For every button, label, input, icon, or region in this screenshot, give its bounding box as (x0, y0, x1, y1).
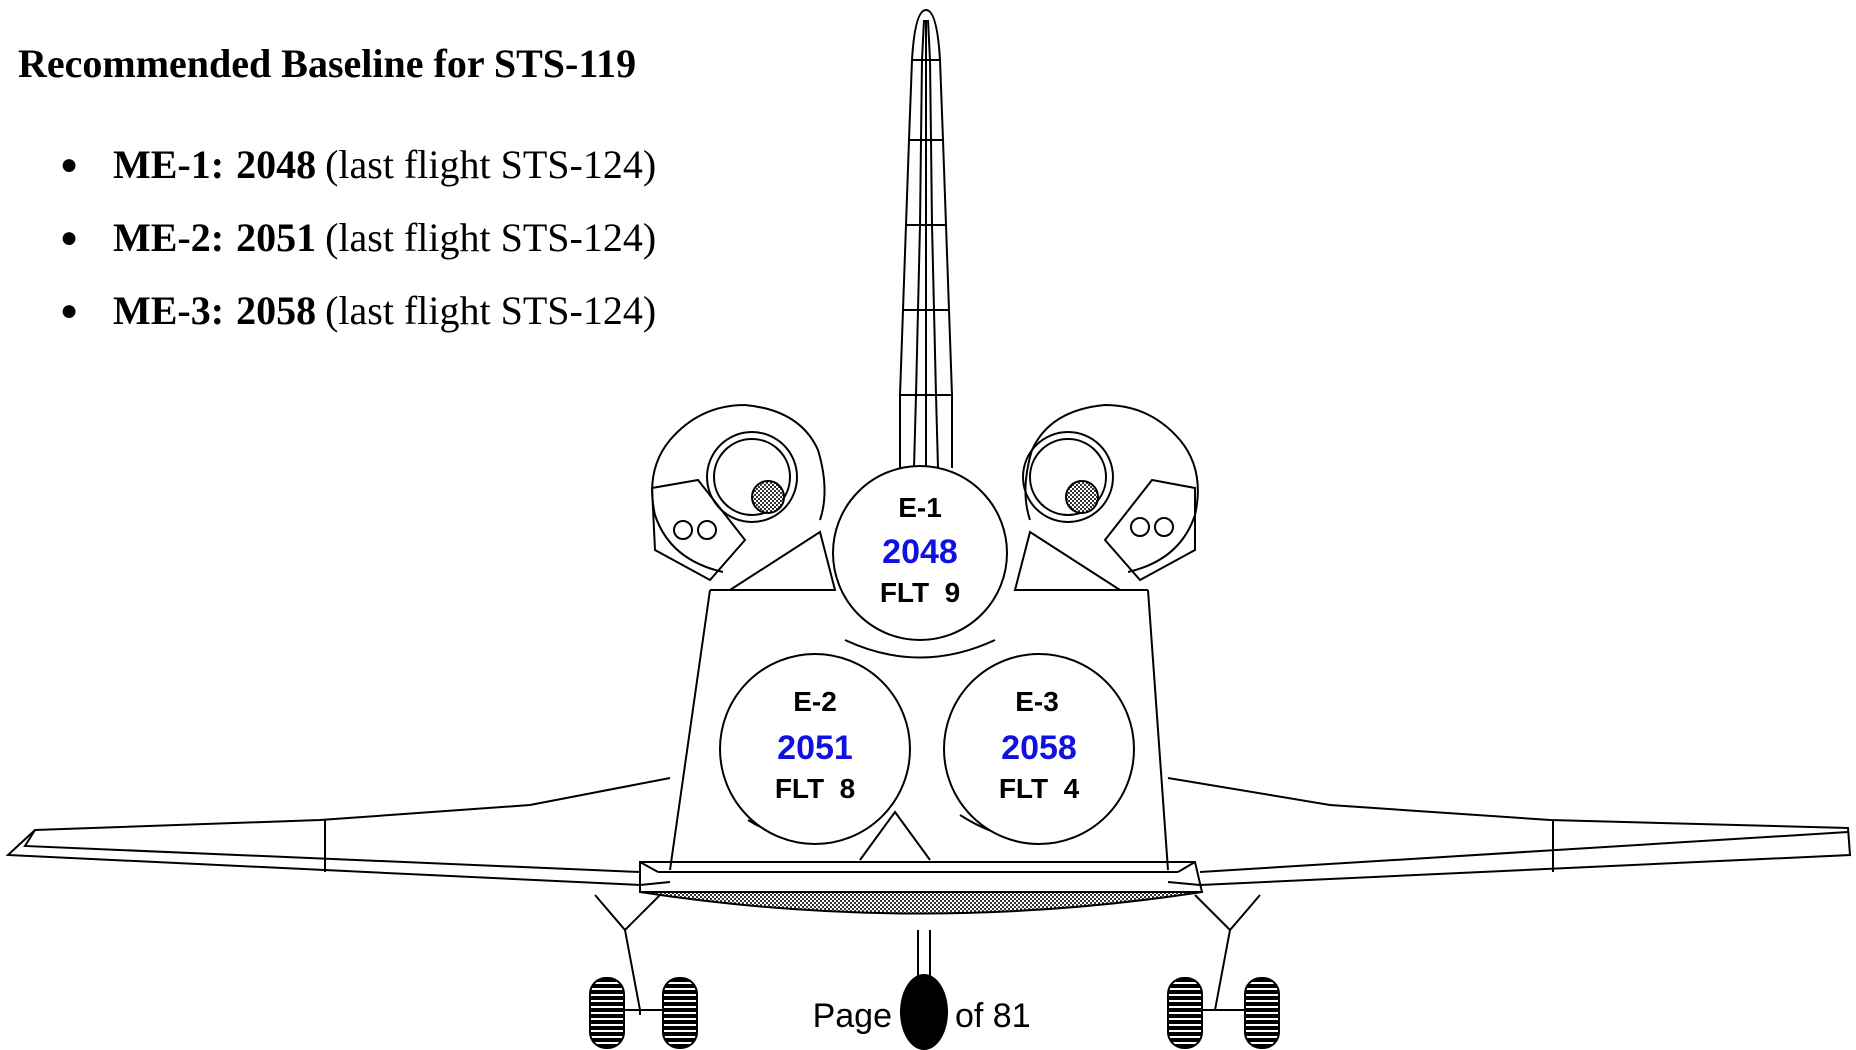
engine-note: (last flight STS-124) (325, 214, 657, 260)
bullet-icon: ● (60, 147, 79, 181)
engine-serial: 2058 (1001, 729, 1077, 767)
engine-id: E-2 (793, 686, 837, 717)
left-wing (5, 777, 671, 887)
right-oms-pod (1013, 403, 1199, 591)
footer-bg (800, 995, 894, 1037)
engine-serial: 2048 (236, 141, 317, 187)
engine-e1: E-1 2048 FLT 9 (832, 465, 1008, 659)
engine-e3: E-3 2058 FLT 4 (943, 653, 1135, 845)
engine-id: E-3 (1015, 686, 1059, 717)
engine-note: (last flight STS-124) (325, 287, 657, 333)
engine-note: (last flight STS-124) (325, 141, 657, 187)
left-main-gear (594, 894, 670, 1015)
engine-serial: 2051 (777, 729, 853, 767)
bullet-icon: ● (60, 293, 79, 327)
aft-fuselage (669, 589, 1169, 871)
engine-flight-count: FLT 4 (999, 773, 1080, 804)
nose-tire (900, 974, 948, 1050)
list-item: ● ME-2:2051(last flight STS-124) (60, 201, 656, 274)
engine-baseline-list: ● ME-1:2048(last flight STS-124) ● ME-2:… (60, 128, 656, 347)
right-tires (1167, 977, 1280, 1049)
engine-serial: 2051 (236, 214, 317, 260)
engine-flight-count: FLT 8 (775, 773, 855, 804)
engine-position-label: ME-2: (113, 214, 225, 260)
engine-serial: 2058 (236, 287, 317, 333)
list-item: ● ME-1:2048(last flight STS-124) (60, 128, 656, 201)
engine-id: E-1 (898, 492, 942, 523)
right-wing (1167, 777, 1852, 887)
engine-position-label: ME-3: (113, 287, 225, 333)
list-item: ● ME-3:2058(last flight STS-124) (60, 274, 656, 347)
engine-serial: 2048 (882, 533, 958, 571)
vertical-tail (899, 8, 953, 469)
engine-position-label: ME-1: (113, 141, 225, 187)
page-label: Page (813, 997, 892, 1035)
bullet-icon: ● (60, 220, 79, 254)
engine-e2: E-2 2051 FLT 8 (719, 653, 911, 845)
engine-flight-count: FLT 9 (880, 577, 960, 608)
page-title: Recommended Baseline for STS-119 (18, 41, 637, 86)
footer-bg (953, 995, 1045, 1037)
left-tires (589, 977, 698, 1049)
left-oms-pod (650, 403, 837, 591)
page-count: of 81 (955, 997, 1031, 1035)
body-flap (639, 861, 1204, 915)
